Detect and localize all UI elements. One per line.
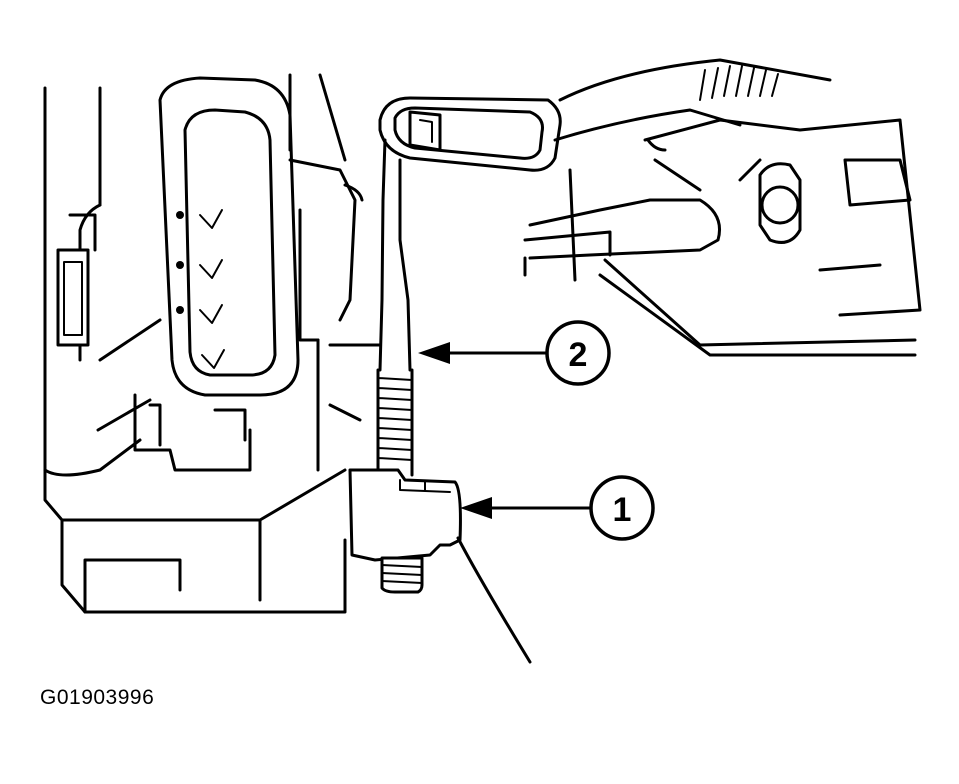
wiring-connector (133, 76, 300, 472)
figure-id-label: G01903996 (40, 686, 155, 709)
engine-housing (43, 73, 347, 614)
callout-1: 1 (460, 475, 655, 541)
intake-assembly (523, 58, 922, 357)
sensor-wire-lead (376, 138, 414, 477)
callout-1-number: 1 (613, 491, 632, 529)
callout-2: 2 (418, 320, 611, 386)
callout-2-number: 2 (569, 336, 588, 374)
mounting-bracket (288, 158, 382, 472)
knock-sensor (348, 468, 532, 664)
wire-retaining-clip (378, 96, 562, 172)
